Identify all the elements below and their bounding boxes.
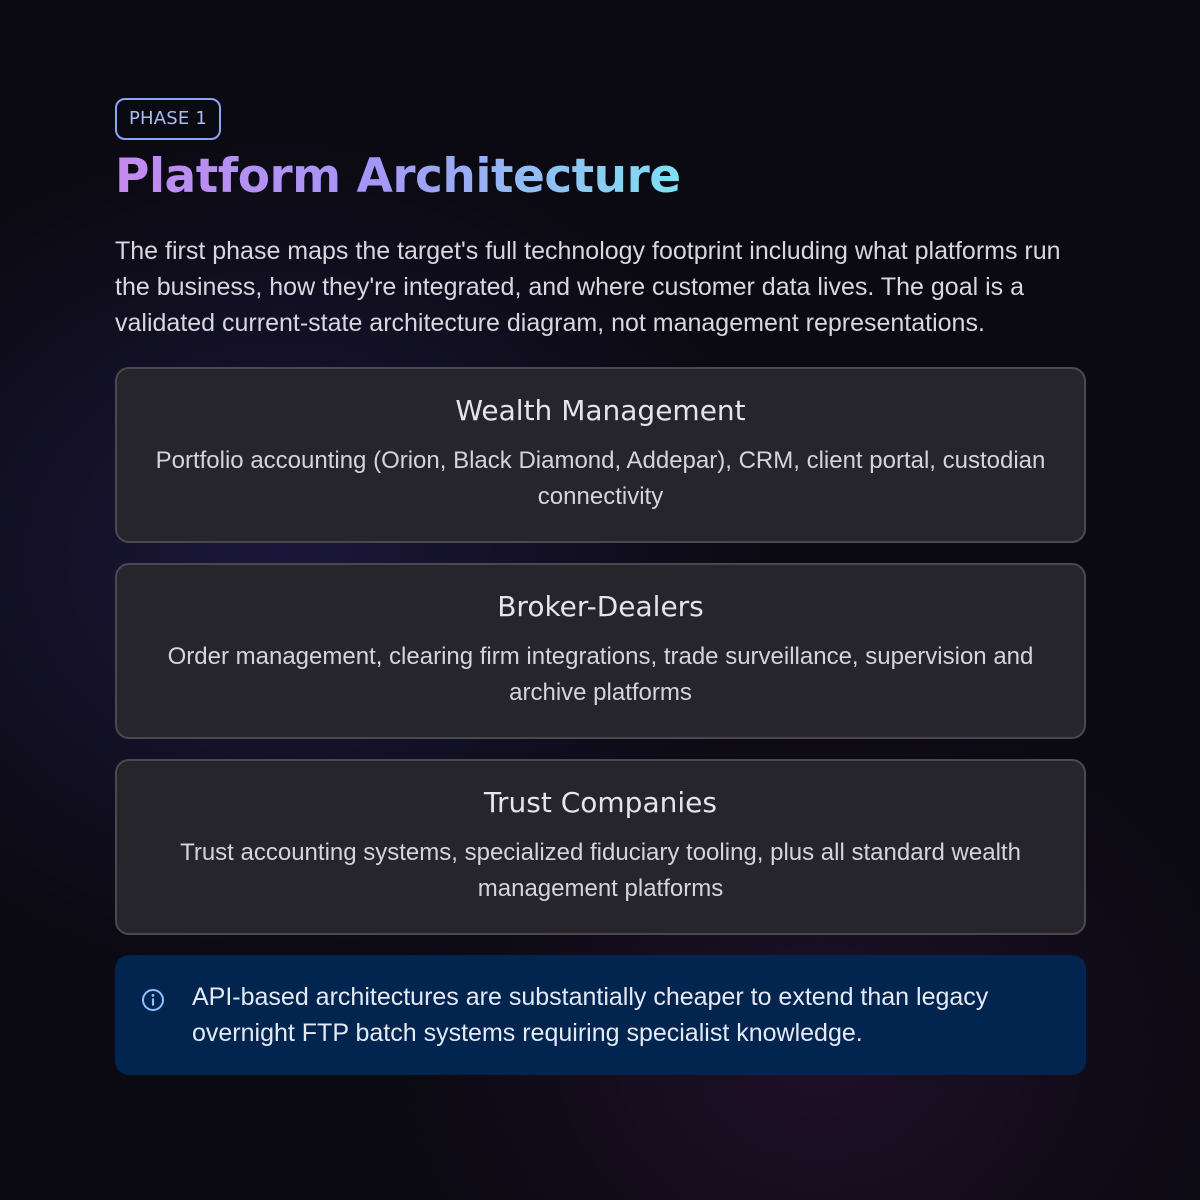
card-trust-companies: Trust Companies Trust accounting systems… [115,759,1086,935]
callout-text: API-based architectures are substantiall… [192,983,989,1047]
card-description: Portfolio accounting (Orion, Black Diamo… [155,447,1046,510]
phase-badge: PHASE 1 [115,98,222,140]
card-title: Wealth Management [455,394,746,427]
intro-paragraph: The first phase maps the target's full t… [115,237,1061,337]
phase-slide: PHASE 1 Platform Architecture The first … [115,98,1086,1075]
card-title: Broker-Dealers [497,590,704,623]
card-title: Trust Companies [484,786,717,819]
card-description: Trust accounting systems, specialized fi… [180,839,1021,902]
page-title: Platform Architecture [115,146,681,208]
info-callout: API-based architectures are substantiall… [115,955,1086,1075]
info-icon [142,989,164,1011]
card-broker-dealers: Broker-Dealers Order management, clearin… [115,563,1086,739]
card-description: Order management, clearing firm integrat… [167,643,1034,706]
platform-cards: Wealth Management Portfolio accounting (… [115,367,1086,935]
card-wealth-management: Wealth Management Portfolio accounting (… [115,367,1086,543]
